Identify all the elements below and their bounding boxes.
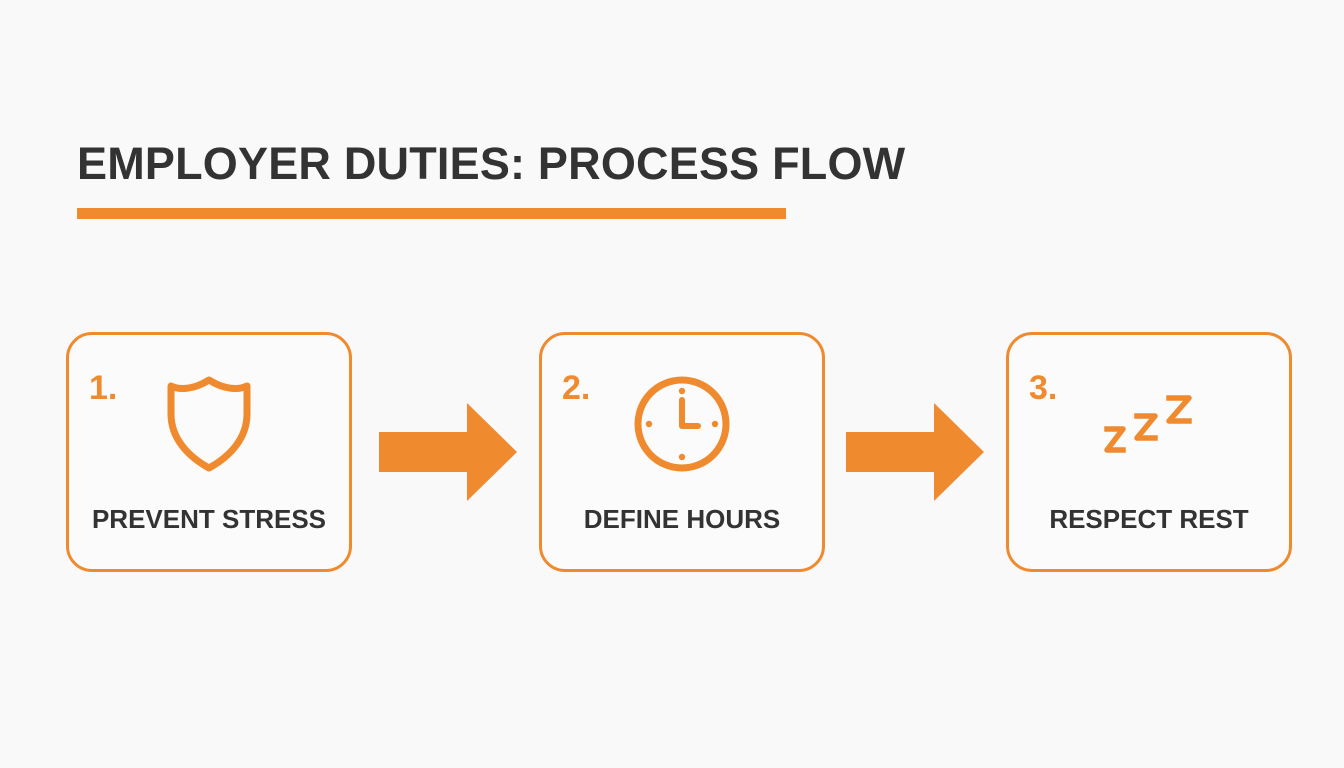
- arrow-right-icon: [379, 403, 517, 501]
- shield-icon: [69, 369, 349, 479]
- step-number: 2.: [562, 369, 591, 407]
- step-box-define-hours: 2. DEFINE HOURS: [539, 332, 825, 572]
- step-label: DEFINE HOURS: [583, 504, 781, 534]
- step-box-respect-rest: 3. RESPECT REST: [1006, 332, 1292, 572]
- step-label: RESPECT REST: [1049, 504, 1249, 534]
- step-number: 3.: [1029, 369, 1058, 407]
- page-title: EMPLOYER DUTIES: PROCESS FLOW: [77, 138, 906, 189]
- title-underline: [77, 208, 786, 219]
- step-label: PREVENT STRESS: [91, 504, 327, 534]
- step-number: 1.: [89, 369, 118, 407]
- clock-icon: [542, 369, 822, 479]
- sleep-zzz-icon: [1009, 369, 1289, 479]
- arrow-right-icon: [846, 403, 984, 501]
- step-box-prevent-stress: 1. PREVENT STRESS: [66, 332, 352, 572]
